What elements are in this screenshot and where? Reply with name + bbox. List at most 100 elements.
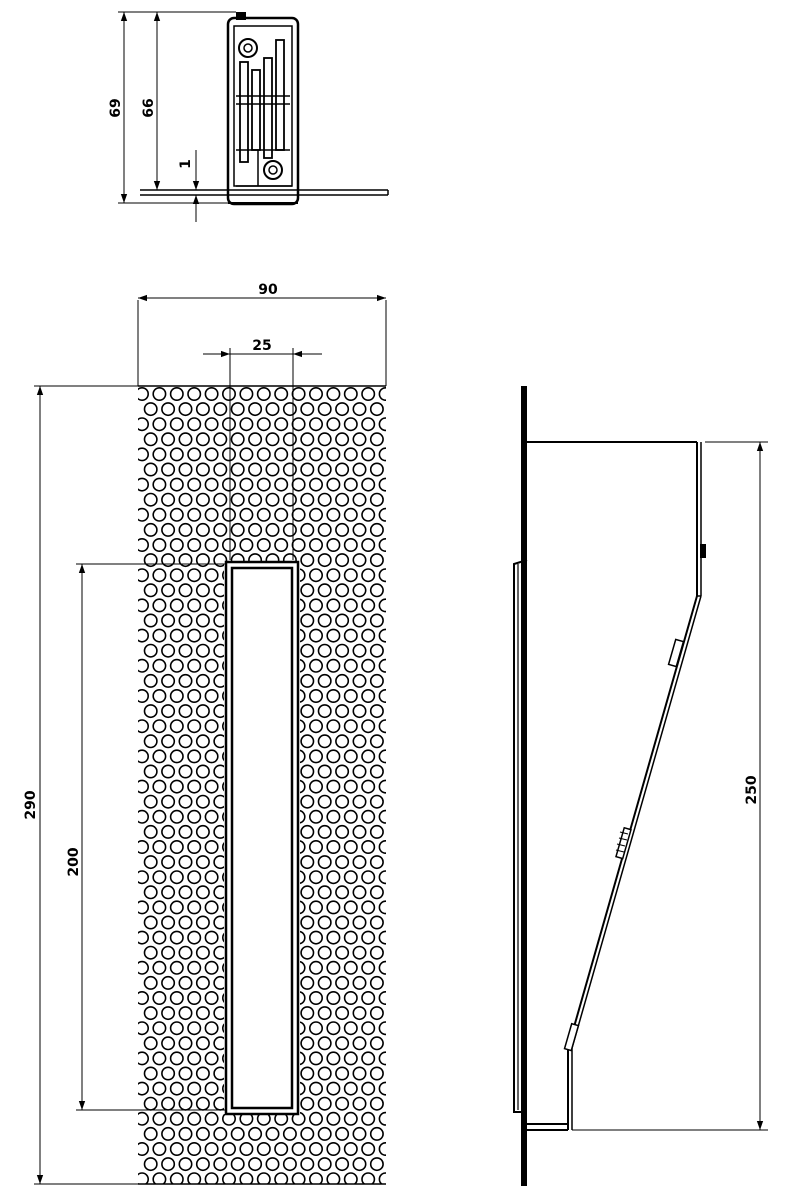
perforation-hole <box>317 855 332 870</box>
perforation-hole <box>256 477 271 492</box>
perforation-hole <box>335 673 350 688</box>
perforation-hole <box>161 1066 176 1081</box>
perforation-hole <box>335 462 350 477</box>
perforation-hole <box>195 915 210 930</box>
perforation-hole <box>187 1172 202 1184</box>
perforation-hole <box>326 749 341 764</box>
perforation-hole <box>187 870 202 885</box>
perforation-hole <box>152 658 167 673</box>
perforation-hole <box>335 885 350 900</box>
perforation-hole <box>352 1157 367 1172</box>
perforation-hole <box>378 1111 386 1126</box>
perforation-hole <box>248 432 263 447</box>
perforation-hole <box>161 553 176 568</box>
perforation-hole <box>178 975 193 990</box>
perforation-hole <box>397 931 409 943</box>
perforation-hole <box>369 734 384 749</box>
perforation-hole <box>143 704 158 719</box>
perforation-hole <box>317 522 332 537</box>
perforation-hole <box>204 990 219 1005</box>
perforation-hole <box>343 960 358 975</box>
perforation-hole <box>361 688 376 703</box>
perforation-hole <box>195 764 210 779</box>
perforation-hole <box>169 628 184 643</box>
perforation-hole <box>187 1021 202 1036</box>
perforation-hole <box>161 794 176 809</box>
perforation-hole <box>317 583 332 598</box>
perforation-hole <box>143 824 158 839</box>
perforation-hole <box>204 598 219 613</box>
perforation-hole <box>169 1142 184 1157</box>
perforation-hole <box>317 1126 332 1141</box>
perforation-hole <box>204 417 219 432</box>
perforation-hole <box>178 522 193 537</box>
perforation-hole <box>161 522 176 537</box>
perforation-hole <box>161 885 176 900</box>
perforated-plate <box>138 386 409 1184</box>
perforation-hole <box>326 839 341 854</box>
dim-label-69: 69 <box>108 98 124 117</box>
perforation-hole <box>195 553 210 568</box>
side-sloped-face <box>567 595 698 1049</box>
perforation-hole <box>317 462 332 477</box>
perforation-hole <box>300 1126 315 1141</box>
perforation-hole <box>265 462 280 477</box>
perforation-hole <box>204 839 219 854</box>
perforation-hole <box>143 945 158 960</box>
perforation-hole <box>152 809 167 824</box>
perforation-hole <box>317 824 332 839</box>
perforation-hole <box>204 507 219 522</box>
perforation-hole <box>335 704 350 719</box>
perforation-hole <box>397 690 409 702</box>
perforation-hole <box>326 386 341 401</box>
perforation-hole <box>161 432 176 447</box>
perforation-hole <box>343 658 358 673</box>
perforation-hole <box>317 1006 332 1021</box>
perforation-hole <box>317 613 332 628</box>
perforation-hole <box>361 809 376 824</box>
perforation-hole <box>369 1096 384 1111</box>
perforation-hole <box>178 1126 193 1141</box>
perforation-hole <box>178 704 193 719</box>
perforation-hole <box>178 1036 193 1051</box>
perforation-hole <box>169 658 184 673</box>
perforation-hole <box>343 779 358 794</box>
perforation-hole <box>317 885 332 900</box>
perforation-hole <box>397 660 409 672</box>
perforation-hole <box>352 1096 367 1111</box>
perforation-hole <box>300 915 315 930</box>
perforation-hole <box>256 1142 271 1157</box>
perforation-hole <box>187 719 202 734</box>
perforation-hole <box>317 402 332 417</box>
perforation-hole <box>308 930 323 945</box>
perforation-hole <box>204 1021 219 1036</box>
perforation-hole <box>361 719 376 734</box>
perforation-hole <box>169 900 184 915</box>
perforation-hole <box>335 945 350 960</box>
perforation-hole <box>369 1157 384 1172</box>
perforation-hole <box>152 1021 167 1036</box>
perforation-hole <box>369 553 384 568</box>
perforation-hole <box>369 945 384 960</box>
perforation-hole <box>326 809 341 824</box>
perforation-hole <box>343 719 358 734</box>
perforation-hole <box>152 1081 167 1096</box>
perforation-hole <box>352 492 367 507</box>
perforation-hole <box>378 809 386 824</box>
perforation-hole <box>378 840 386 854</box>
perforation-hole <box>343 749 358 764</box>
perforation-hole <box>343 839 358 854</box>
perforation-hole <box>343 477 358 492</box>
perforation-hole <box>291 537 306 552</box>
perforation-hole <box>152 960 167 975</box>
perforation-hole <box>143 764 158 779</box>
perforation-hole <box>343 447 358 462</box>
perforation-hole <box>388 856 400 868</box>
perforation-hole <box>143 915 158 930</box>
perforation-hole <box>152 719 167 734</box>
perforation-hole <box>326 688 341 703</box>
perforation-hole <box>369 613 384 628</box>
perforation-hole <box>343 1051 358 1066</box>
perforation-hole <box>343 386 358 401</box>
